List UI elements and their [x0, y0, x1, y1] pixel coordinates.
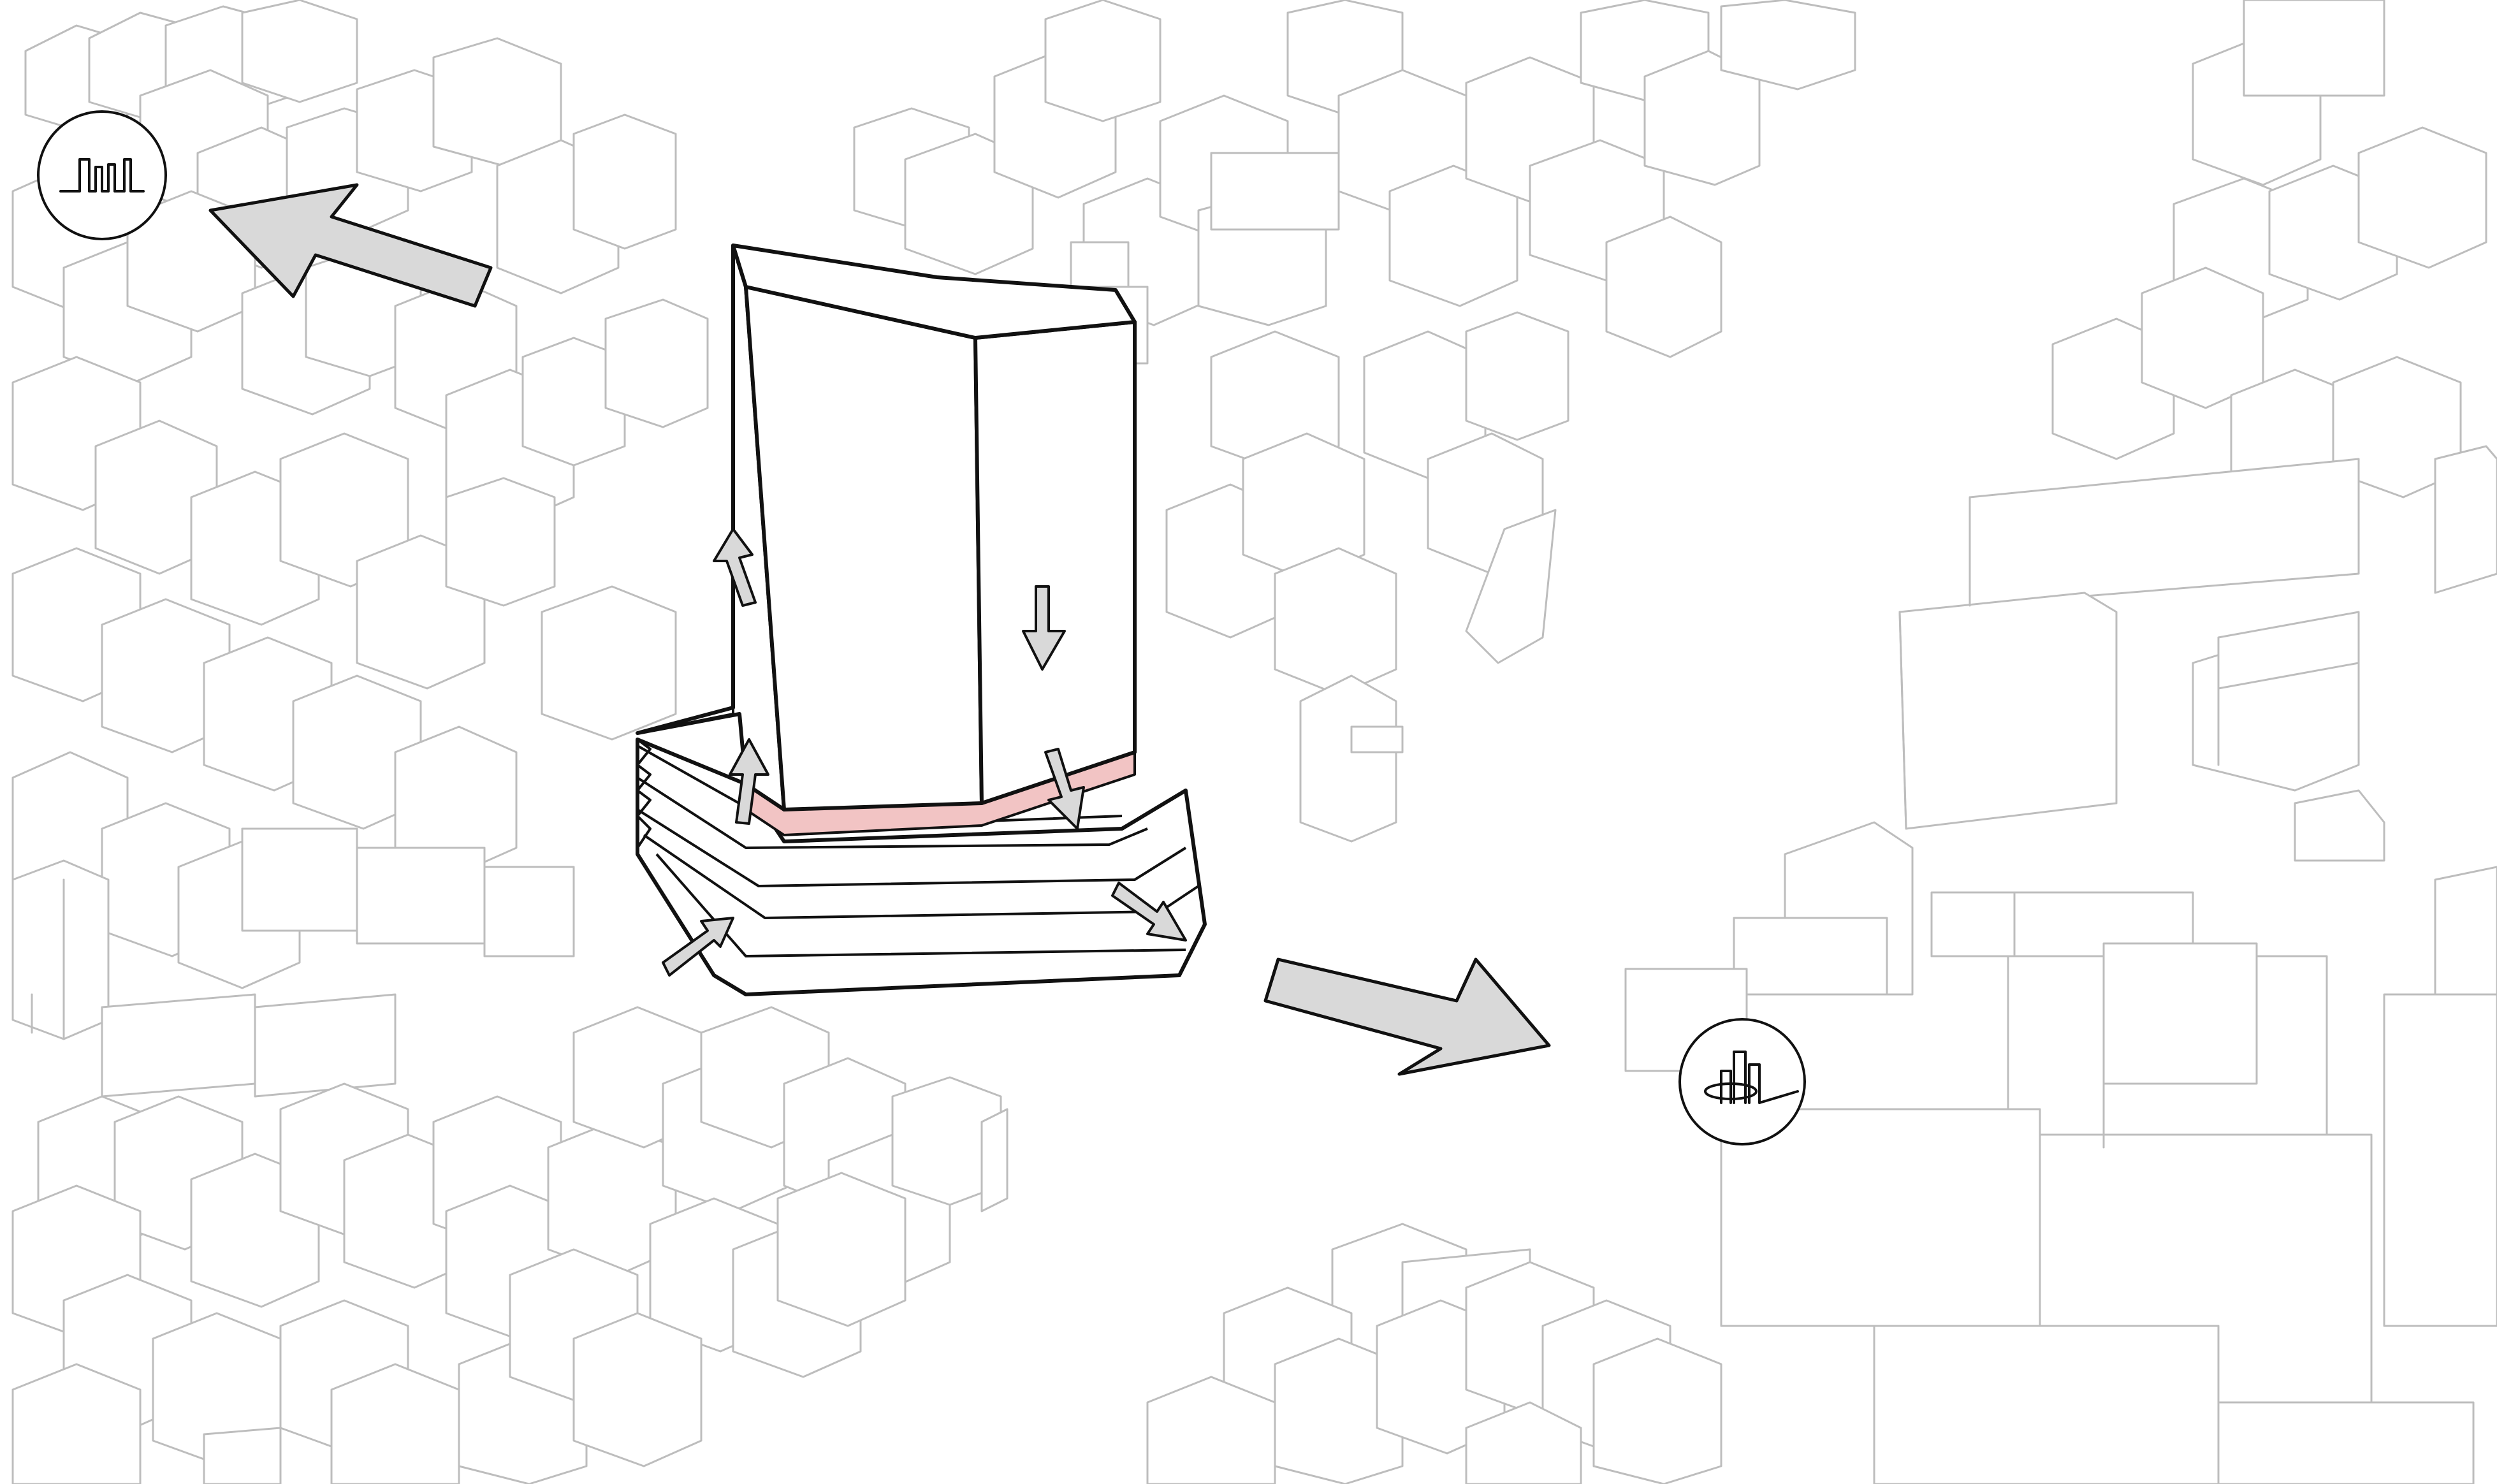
context-block-bottom-left	[13, 994, 1007, 1484]
tower-front-face	[746, 287, 982, 810]
tower-mass	[637, 245, 1205, 994]
tower-right-face	[975, 322, 1135, 803]
flow-arrow-southeast-icon	[1265, 959, 1549, 1074]
context-buildings	[13, 0, 2497, 1484]
context-block-right	[1626, 0, 2497, 1484]
skyline-low-badge	[38, 112, 166, 239]
context-block-bottom-middle	[1147, 1224, 1721, 1484]
skyline-high-badge	[1680, 1019, 1805, 1144]
